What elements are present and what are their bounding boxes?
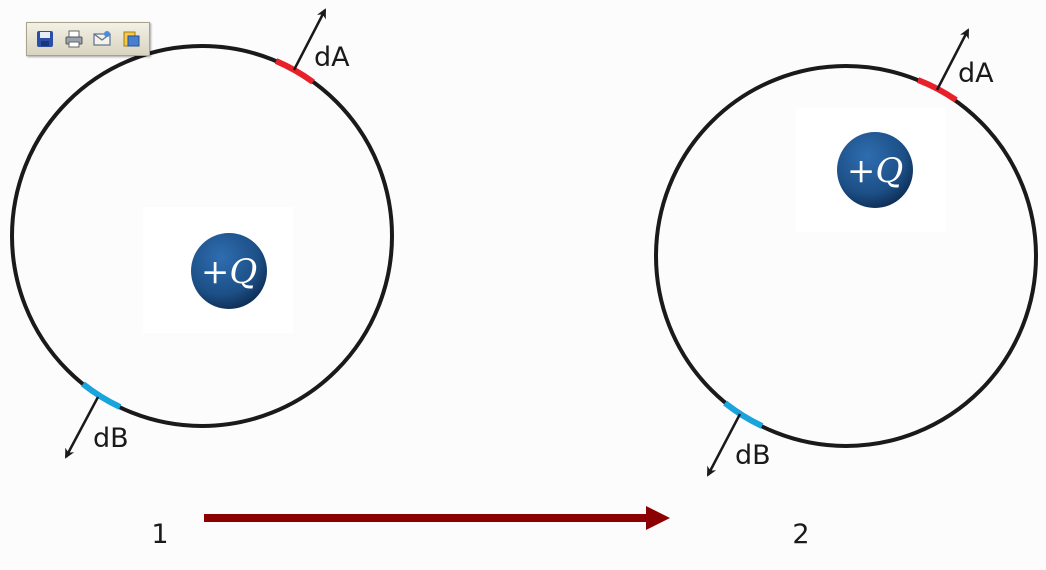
print-button[interactable] (62, 27, 86, 51)
dB-normal-arrow-1 (64, 396, 100, 459)
dB-normal-arrow-2 (706, 413, 742, 477)
email-icon (93, 31, 111, 46)
save-button[interactable] (33, 27, 57, 51)
export-icon (123, 31, 140, 47)
state-1-group: dA dB +Q (10, 8, 394, 459)
dB-label-1: dB (93, 423, 129, 454)
charge-label-1: +Q (201, 252, 257, 292)
dB-segment-2 (723, 400, 764, 429)
email-button[interactable] (90, 27, 114, 51)
dA-normal-arrow-1 (292, 8, 327, 71)
state-2-group: dA dB +Q (654, 28, 1038, 477)
dA-label-1: dA (314, 42, 350, 73)
dA-normal-arrow-2 (935, 28, 970, 91)
step-label-2: 2 (792, 519, 809, 550)
charge-label-2: +Q (847, 151, 903, 191)
step-label-1: 1 (151, 519, 168, 550)
print-icon (65, 30, 83, 48)
export-button[interactable] (119, 27, 143, 51)
image-toolbar (26, 22, 150, 56)
dA-segment-1 (274, 58, 315, 85)
charge-sphere-1 (191, 233, 267, 309)
dB-label-2: dB (735, 440, 771, 471)
charge-sphere-2 (837, 132, 913, 208)
gaussian-surface-1 (10, 44, 394, 428)
gaussian-surface-2 (654, 64, 1038, 448)
dB-segment-1 (81, 381, 122, 410)
dA-label-2: dA (958, 58, 994, 89)
transition-arrow (204, 506, 670, 530)
save-icon (37, 31, 54, 47)
